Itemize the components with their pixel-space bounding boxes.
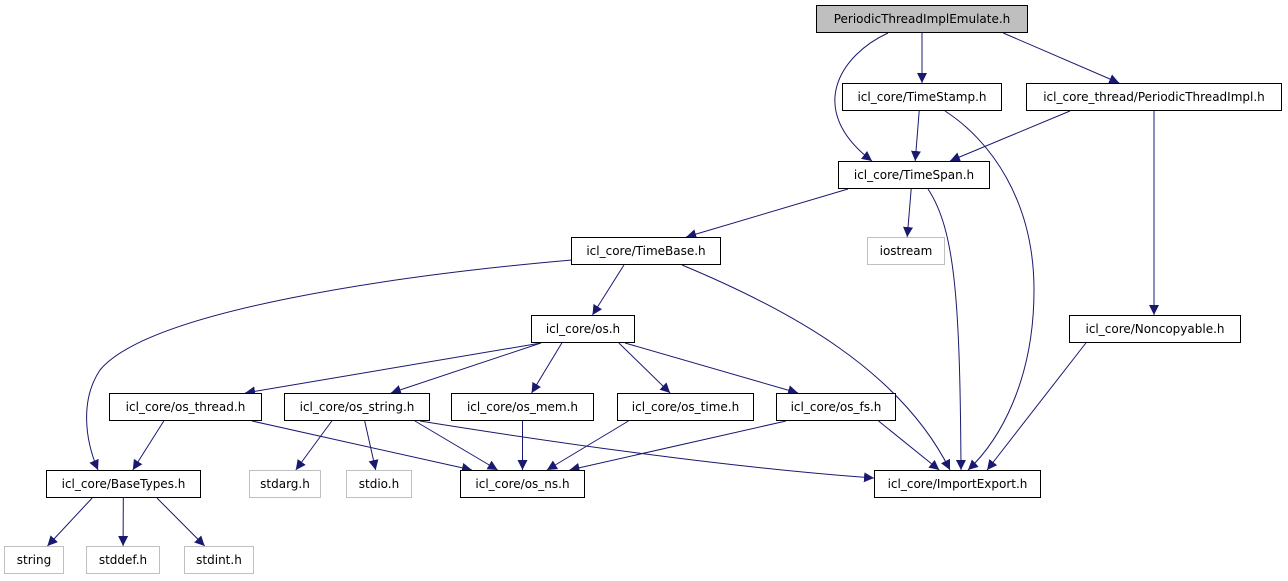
edge-os-thread-to-basetypes (132, 420, 165, 471)
node-os-time[interactable]: icl_core/os_time.h (617, 393, 754, 421)
edge-timebase-to-basetypes (86, 259, 573, 471)
node-timebase[interactable]: icl_core/TimeBase.h (571, 237, 721, 265)
edge-basetypes-to-string (47, 497, 93, 547)
edge-timestamp-to-timespan (911, 110, 921, 162)
node-periodic-emulate[interactable]: PeriodicThreadImplEmulate.h (816, 5, 1028, 33)
edge-timebase-to-importexport (681, 264, 951, 471)
node-os-ns[interactable]: icl_core/os_ns.h (460, 470, 585, 498)
edge-os-thread-to-os-ns (251, 420, 473, 473)
edge-os-to-os-thread (245, 342, 542, 397)
edge-os-fs-to-importexport (878, 420, 940, 471)
edge-os-string-to-os-ns (414, 420, 498, 471)
edge-timebase-to-os (592, 264, 625, 316)
edge-os-to-os-mem (531, 342, 563, 394)
node-periodic-impl[interactable]: icl_core_thread/PeriodicThreadImpl.h (1026, 83, 1282, 111)
node-os-string[interactable]: icl_core/os_string.h (284, 393, 430, 421)
node-stdio: stdio.h (346, 470, 412, 498)
node-os-mem[interactable]: icl_core/os_mem.h (451, 393, 594, 421)
node-basetypes[interactable]: icl_core/BaseTypes.h (46, 470, 201, 498)
node-noncopyable[interactable]: icl_core/Noncopyable.h (1069, 315, 1241, 343)
edge-timespan-to-timebase (686, 188, 849, 239)
edge-os-to-os-time (618, 342, 671, 394)
edge-os-string-to-stdio (364, 420, 379, 471)
node-os-thread[interactable]: icl_core/os_thread.h (109, 393, 262, 421)
edge-periodic-emulate-to-periodic-impl (1003, 32, 1120, 84)
node-stdarg: stdarg.h (249, 470, 321, 498)
node-iostream: iostream (867, 237, 945, 265)
node-importexport[interactable]: icl_core/ImportExport.h (874, 470, 1041, 498)
edge-periodic-emulate-to-timespan (834, 32, 889, 162)
edge-os-string-to-importexport (419, 420, 875, 483)
edge-timespan-to-iostream (903, 188, 914, 238)
node-stdint: stdint.h (184, 546, 254, 574)
edge-os-time-to-os-ns (546, 420, 629, 471)
edge-timespan-to-importexport (927, 188, 966, 471)
edge-noncopyable-to-importexport (986, 342, 1087, 471)
edge-timestamp-to-importexport (944, 110, 1035, 471)
node-timestamp[interactable]: icl_core/TimeStamp.h (842, 83, 1002, 111)
node-os[interactable]: icl_core/os.h (531, 315, 635, 343)
edge-periodic-impl-to-timespan (949, 110, 1071, 162)
node-os-fs[interactable]: icl_core/os_fs.h (776, 393, 896, 421)
edge-os-fs-to-os-ns (569, 420, 787, 473)
edge-os-to-os-fs (624, 342, 799, 396)
edge-os-string-to-stdarg (295, 420, 333, 471)
node-timespan[interactable]: icl_core/TimeSpan.h (838, 161, 990, 189)
node-string: string (4, 546, 64, 574)
edge-basetypes-to-stdint (156, 497, 206, 547)
edge-os-to-os-string (390, 342, 542, 395)
node-stddef: stddef.h (86, 546, 160, 574)
